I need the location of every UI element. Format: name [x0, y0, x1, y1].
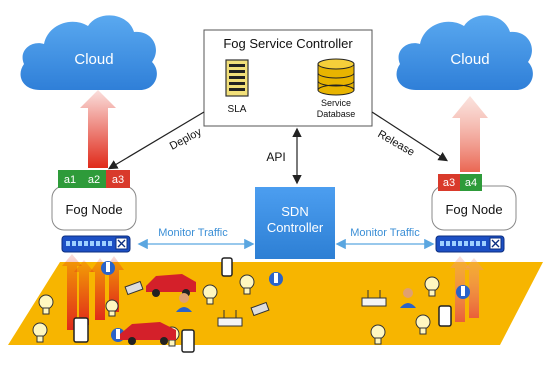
- lightbulb-icon: [415, 314, 431, 335]
- release-label: Release: [376, 128, 417, 159]
- cloud-right: Cloud: [396, 15, 533, 90]
- smartphone-icon: [181, 329, 195, 353]
- db-label-line1: Service: [321, 98, 351, 108]
- fog-node-left-label: Fog Node: [65, 202, 122, 217]
- lightbulb-icon: [38, 294, 54, 315]
- thermometer-icon: [269, 272, 283, 286]
- controller-title: Fog Service Controller: [223, 36, 353, 51]
- smartphone-icon: [73, 317, 89, 343]
- camera-icon: [250, 301, 270, 317]
- cloud-left-label: Cloud: [74, 51, 113, 68]
- cloud-icon: [20, 15, 157, 90]
- traffic-arrow-right-to-cloud: [452, 96, 488, 172]
- fog-node-right-label: Fog Node: [445, 202, 502, 217]
- cloud-icon: [396, 15, 533, 90]
- lightbulb-icon: [239, 274, 255, 295]
- app-a3-right: a3: [443, 177, 455, 189]
- switch-icon: [61, 235, 131, 253]
- monitor-traffic-left-label: Monitor Traffic: [158, 227, 228, 239]
- app-a3: a3: [112, 174, 124, 186]
- sla-document-icon: [225, 59, 249, 97]
- fog-service-controller: Fog Service Controller SLA Service Datab…: [203, 29, 373, 127]
- lightbulb-icon: [105, 299, 119, 317]
- lightbulb-icon: [424, 276, 440, 297]
- smartphone-icon: [221, 257, 233, 277]
- deploy-arrow: [107, 111, 205, 170]
- camera-icon: [124, 280, 144, 296]
- car-icon: [120, 322, 176, 345]
- sdn-line1: SDN: [281, 204, 308, 219]
- lightbulb-icon: [370, 324, 386, 345]
- fog-node-left: Fog Node a1 a2 a3: [51, 170, 137, 231]
- db-label-line2: Database: [317, 109, 356, 119]
- database-icon: [317, 58, 355, 96]
- user-icon: [400, 288, 416, 308]
- car-icon: [146, 274, 196, 297]
- switch-icon: [435, 235, 505, 253]
- app-a2: a2: [88, 174, 100, 186]
- sdn-controller: SDN Controller: [255, 187, 335, 259]
- cloud-left: Cloud: [20, 15, 157, 90]
- api-label: API: [266, 150, 285, 164]
- smartphone-icon: [438, 305, 452, 327]
- app-a4: a4: [465, 177, 477, 189]
- lightbulb-icon: [32, 322, 48, 343]
- release-arrow: [371, 111, 449, 162]
- thermometer-icon: [101, 261, 115, 275]
- sla-label: SLA: [228, 104, 247, 115]
- user-icon: [176, 293, 192, 312]
- cloud-right-label: Cloud: [450, 51, 489, 68]
- traffic-arrow-left-to-cloud: [80, 90, 116, 168]
- fog-node-right: Fog Node a3 a4: [431, 174, 517, 231]
- monitor-traffic-right-label: Monitor Traffic: [350, 227, 420, 239]
- thermometer-icon: [456, 285, 470, 299]
- wifi-router-icon: [361, 290, 387, 307]
- app-a1: a1: [64, 174, 76, 186]
- wifi-router-icon: [217, 310, 243, 327]
- sdn-line2: Controller: [267, 220, 324, 235]
- lightbulb-icon: [202, 284, 218, 305]
